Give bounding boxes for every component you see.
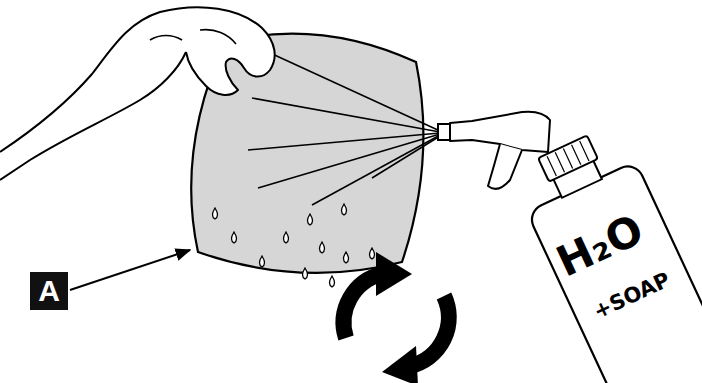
spray-line <box>268 52 440 131</box>
rotation-arrows <box>344 252 449 383</box>
finger-crease <box>150 36 182 41</box>
spray-bottle <box>508 121 702 383</box>
spray-line <box>372 136 440 178</box>
spray-line <box>248 133 440 150</box>
water-drop <box>342 204 347 215</box>
callout-box: A <box>30 272 68 310</box>
finger-crease <box>200 30 236 44</box>
leader-arrow <box>70 250 190 290</box>
spray-line <box>258 134 440 188</box>
water-drop <box>320 242 325 253</box>
water-drop <box>232 232 237 243</box>
trigger <box>488 144 522 189</box>
spray-line <box>252 98 440 132</box>
bottle-body <box>527 161 702 383</box>
hand <box>0 7 275 152</box>
water-drop <box>213 208 218 219</box>
hand-underside <box>0 52 186 180</box>
water-drop <box>344 252 349 263</box>
arrowhead <box>376 252 412 296</box>
water-drop <box>303 268 308 279</box>
water-drop <box>284 232 289 243</box>
callout-letter: A <box>38 276 60 306</box>
spray-lines <box>248 52 440 205</box>
nozzle <box>438 124 450 140</box>
spray-line <box>312 135 440 205</box>
water-drop <box>330 276 335 287</box>
water-drop <box>308 214 313 225</box>
water-drop <box>370 248 375 259</box>
water-drop <box>260 256 265 267</box>
cap-ridges <box>547 141 589 176</box>
arrowhead <box>382 346 418 383</box>
